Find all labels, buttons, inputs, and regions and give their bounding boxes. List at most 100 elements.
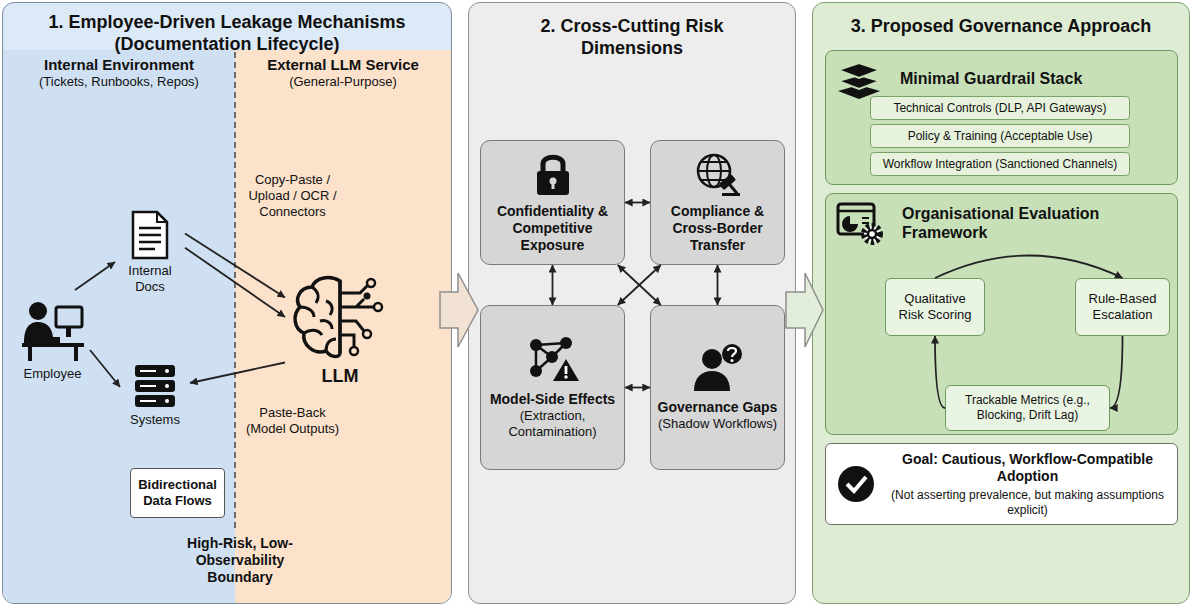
connector	[618, 265, 661, 305]
text-group: Confidentiality & Competitive Exposure	[487, 203, 618, 254]
risk-box: Model-Side Effects(Extraction, Contamina…	[480, 305, 625, 470]
connector	[935, 336, 945, 408]
flow-block-arrow	[786, 273, 823, 347]
risk-box: Compliance & Cross-Border Transfer	[650, 140, 785, 265]
node-text: Organisational Evaluation Framework	[902, 204, 1152, 242]
node-text: Technical Controls (DLP, API Gateways)	[893, 101, 1106, 116]
node-subtext: (General-Purpose)	[267, 74, 419, 90]
text-group: Goal: Cautious, Workflow-Compatible Adop…	[888, 451, 1167, 518]
node-text: Systems	[130, 412, 180, 428]
person-question-icon	[692, 343, 744, 391]
process-box: Trackable Metrics (e.g., Blocking, Drift…	[945, 385, 1110, 431]
panel: 1. Employee-Driven Leakage Mechanisms (D…	[2, 2, 452, 604]
node-text: Model-Side Effects	[487, 391, 618, 408]
connector	[625, 202, 650, 204]
risk-box: Governance Gaps(Shadow Workflows)	[650, 305, 785, 470]
brain-icon	[290, 273, 390, 361]
panel: 2. Cross-Cutting Risk Dimensions Confide…	[468, 2, 796, 604]
text-group: 2. Cross-Cutting Risk Dimensions	[507, 15, 757, 59]
text-group: 3. Proposed Governance Approach	[821, 15, 1181, 37]
employee-icon	[20, 299, 86, 363]
note-label: High-Risk, Low-Observability Boundary	[165, 535, 315, 586]
panel: 3. Proposed Governance Approach Minimal …	[812, 2, 1190, 604]
document: Internal Docs	[115, 205, 185, 300]
node-text: Governance Gaps	[658, 399, 778, 416]
node-text: Workflow Integration (Sanctioned Channel…	[883, 157, 1118, 172]
document-icon	[130, 210, 170, 260]
node-subtext: (Tickets, Runbooks, Repos)	[39, 74, 199, 90]
server-icon	[132, 363, 178, 409]
text-group: Compliance & Cross-Border Transfer	[657, 203, 778, 254]
node-text: Goal: Cautious, Workflow-Compatible Adop…	[888, 451, 1167, 485]
node-subtext: (Extraction, Contamination)	[487, 408, 618, 440]
globe-gavel-icon	[694, 151, 742, 197]
text-group: Qualitative Risk Scoring	[892, 291, 978, 323]
edge-label: Paste-Back (Model Outputs)	[240, 405, 345, 437]
node-text: 3. Proposed Governance Approach	[821, 15, 1181, 37]
edge-label: Copy-Paste / Upload / OCR / Connectors	[240, 172, 345, 220]
layers-icon	[836, 59, 882, 101]
checkmark-icon	[836, 464, 876, 504]
risk-box: Confidentiality & Competitive Exposure	[480, 140, 625, 265]
text-group: Policy & Training (Acceptable Use)	[908, 129, 1093, 144]
group-box: Minimal Guardrail StackTechnical Control…	[825, 50, 1178, 185]
node-text: Rule-Based Escalation	[1082, 291, 1163, 323]
process-box: Bidirectional Data Flows	[130, 468, 225, 518]
node-text: Qualitative Risk Scoring	[892, 291, 978, 323]
connector	[552, 265, 554, 305]
text-group: LLM	[322, 365, 359, 387]
process-box: Policy & Training (Acceptable Use)	[870, 124, 1130, 148]
node-text: LLM	[322, 365, 359, 387]
process-box: Workflow Integration (Sanctioned Channel…	[870, 152, 1130, 176]
text-group: Workflow Integration (Sanctioned Channel…	[883, 157, 1118, 172]
text-group: External LLM Service(General-Purpose)	[267, 56, 419, 90]
dashboard-icon	[836, 202, 884, 246]
node-text: Minimal Guardrail Stack	[900, 69, 1082, 88]
actor: Employee	[15, 290, 90, 390]
connector	[618, 265, 661, 305]
connector	[717, 265, 719, 305]
text-group: Internal Environment(Tickets, Runbooks, …	[39, 56, 199, 90]
text-group: Model-Side Effects(Extraction, Contamina…	[487, 391, 618, 440]
group-box: Organisational Evaluation FrameworkQuali…	[825, 193, 1178, 435]
connector	[935, 256, 1123, 279]
connector	[185, 248, 285, 317]
llm-service: LLM	[285, 265, 395, 395]
connector	[90, 350, 120, 387]
text-group: Minimal Guardrail Stack	[900, 69, 1082, 88]
node-text: Employee	[24, 366, 82, 382]
connector	[1110, 336, 1123, 408]
boundary-line	[234, 52, 236, 528]
node-text: Compliance & Cross-Border Transfer	[657, 203, 778, 254]
connector	[185, 234, 285, 298]
goal-box: Goal: Cautious, Workflow-Compatible Adop…	[825, 443, 1178, 525]
text-group: Employee	[24, 366, 82, 382]
node-text: 1. Employee-Driven Leakage Mechanisms (D…	[17, 11, 437, 55]
text-group: 1. Employee-Driven Leakage Mechanisms (D…	[17, 11, 437, 55]
node-subtext: (Shadow Workflows)	[658, 416, 778, 432]
node-text: Trackable Metrics (e.g., Blocking, Drift…	[952, 393, 1103, 423]
node-text: Policy & Training (Acceptable Use)	[908, 129, 1093, 144]
lock-icon	[533, 151, 573, 197]
system: Systems	[120, 355, 190, 435]
region: External LLM Service(General-Purpose) LL…	[235, 50, 451, 603]
node-subtext: (Not asserting prevalence, but making as…	[888, 488, 1167, 518]
text-group: Governance Gaps(Shadow Workflows)	[658, 399, 778, 432]
node-text: Bidirectional Data Flows	[137, 477, 218, 509]
node-text: Internal Environment	[39, 56, 199, 74]
text-group: Technical Controls (DLP, API Gateways)	[893, 101, 1106, 116]
connector	[625, 387, 650, 389]
text-group: Trackable Metrics (e.g., Blocking, Drift…	[952, 393, 1103, 423]
text-group: Rule-Based Escalation	[1082, 291, 1163, 323]
connector	[190, 363, 285, 384]
connector	[75, 262, 115, 290]
node-text: 2. Cross-Cutting Risk Dimensions	[507, 15, 757, 59]
process-box: Rule-Based Escalation	[1075, 278, 1170, 336]
network-warning-icon	[526, 335, 580, 383]
text-group: Bidirectional Data Flows	[137, 477, 218, 509]
flow-block-arrow	[440, 273, 478, 347]
text-group: Internal Docs	[115, 263, 185, 295]
